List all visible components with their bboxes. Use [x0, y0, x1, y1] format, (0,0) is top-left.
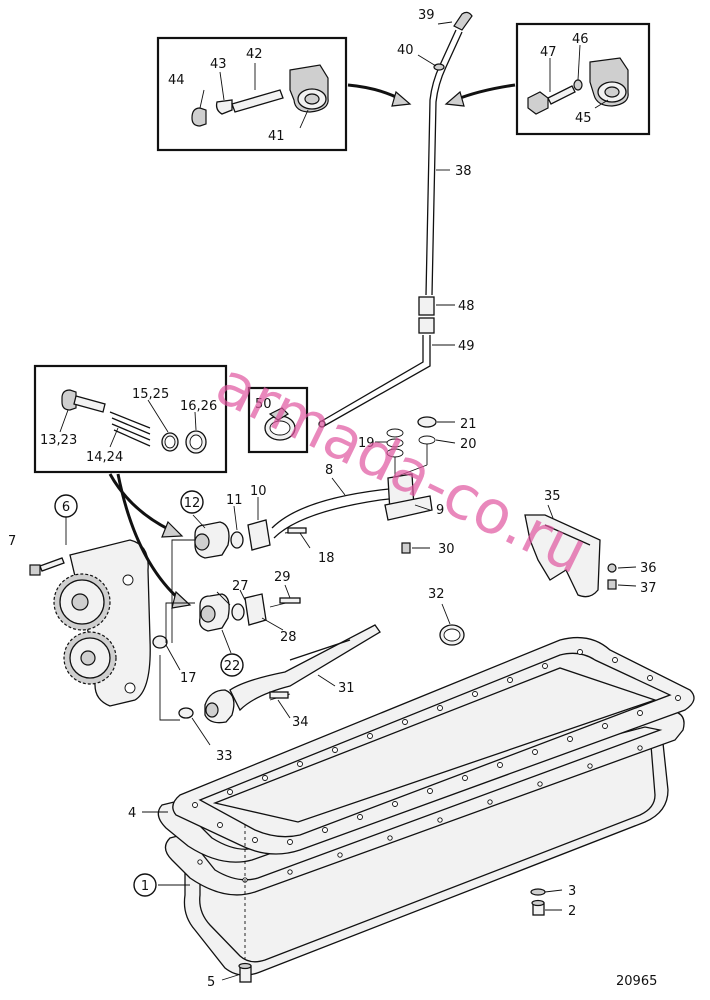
- arrow-to-pipe-12: [108, 473, 171, 532]
- label-5: 5: [207, 975, 215, 990]
- label-42: 42: [246, 47, 263, 62]
- detail-box-clamp-right: [515, 22, 651, 136]
- label-10: 10: [250, 484, 267, 499]
- oil-pump-assembly: [29, 539, 151, 707]
- upper-gear: [53, 573, 111, 631]
- label-2: 2: [568, 904, 576, 919]
- label-7: 7: [8, 534, 16, 549]
- label-32: 32: [428, 587, 445, 602]
- oil-pan: [157, 636, 695, 983]
- leader-lines: [59, 21, 637, 981]
- label-41: 41: [268, 129, 285, 144]
- label-16-26: 16,26: [180, 399, 217, 414]
- label-49: 49: [458, 339, 475, 354]
- label-35: 35: [544, 489, 561, 504]
- arrow-head-right: [444, 90, 465, 107]
- callout-circle-12: [180, 490, 204, 514]
- label-29: 29: [274, 570, 291, 585]
- label-27: 27: [232, 579, 249, 594]
- label-39: 39: [418, 8, 435, 23]
- detail-box-clamp-left: [156, 36, 348, 152]
- dipstick-tube: [318, 11, 473, 428]
- label-44: 44: [168, 73, 185, 88]
- drawing-reference-number: 20965: [616, 974, 657, 989]
- bolt-7: [29, 557, 65, 576]
- arrow-right-to-dipstick: [454, 83, 516, 102]
- label-13-23: 13,23: [40, 433, 77, 448]
- seal-rings-19-21: [386, 416, 437, 477]
- bracket-35: [524, 514, 601, 598]
- label-15-25: 15,25: [132, 387, 169, 402]
- label-11: 11: [226, 493, 243, 508]
- drain-plug: [530, 888, 546, 916]
- arrow-to-pipe-22: [116, 473, 181, 602]
- label-50: 50: [255, 397, 272, 412]
- label-30: 30: [438, 542, 455, 557]
- label-1: 1: [141, 879, 149, 894]
- label-48: 48: [458, 299, 475, 314]
- bolt-5: [238, 825, 252, 983]
- callout-circle-6: [54, 494, 78, 518]
- arrow-head-22: [171, 590, 192, 609]
- label-45: 45: [575, 111, 592, 126]
- arrow-head-12: [161, 520, 184, 538]
- label-21: 21: [460, 417, 477, 432]
- arrow-head-left: [391, 90, 412, 107]
- callout-circle-22: [220, 653, 244, 677]
- label-4: 4: [128, 806, 136, 821]
- label-6: 6: [62, 500, 70, 515]
- label-38: 38: [455, 164, 472, 179]
- label-34: 34: [292, 715, 309, 730]
- lower-gear: [63, 631, 117, 685]
- callout-circle-1: [133, 873, 157, 897]
- detail-box-relief-valve: [33, 364, 228, 474]
- label-43: 43: [210, 57, 227, 72]
- pipe-upper: [194, 473, 433, 559]
- clamp-32: [439, 624, 465, 646]
- label-40: 40: [397, 43, 414, 58]
- label-3: 3: [568, 884, 576, 899]
- label-37: 37: [640, 581, 657, 596]
- label-28: 28: [280, 630, 297, 645]
- suction-pipe-31: [204, 624, 381, 724]
- label-31: 31: [338, 681, 355, 696]
- label-47: 47: [540, 45, 557, 60]
- label-17: 17: [180, 671, 197, 686]
- label-9: 9: [436, 503, 444, 518]
- label-8: 8: [325, 463, 333, 478]
- label-18: 18: [318, 551, 335, 566]
- gasket-holes: [192, 649, 681, 883]
- label-12: 12: [184, 496, 201, 511]
- label-19: 19: [358, 436, 375, 451]
- label-46: 46: [572, 32, 589, 47]
- label-33: 33: [216, 749, 233, 764]
- label-20: 20: [460, 437, 477, 452]
- label-36: 36: [640, 561, 657, 576]
- label-22: 22: [224, 659, 241, 674]
- label-14-24: 14,24: [86, 450, 123, 465]
- detail-box-clamp-50: [247, 386, 309, 454]
